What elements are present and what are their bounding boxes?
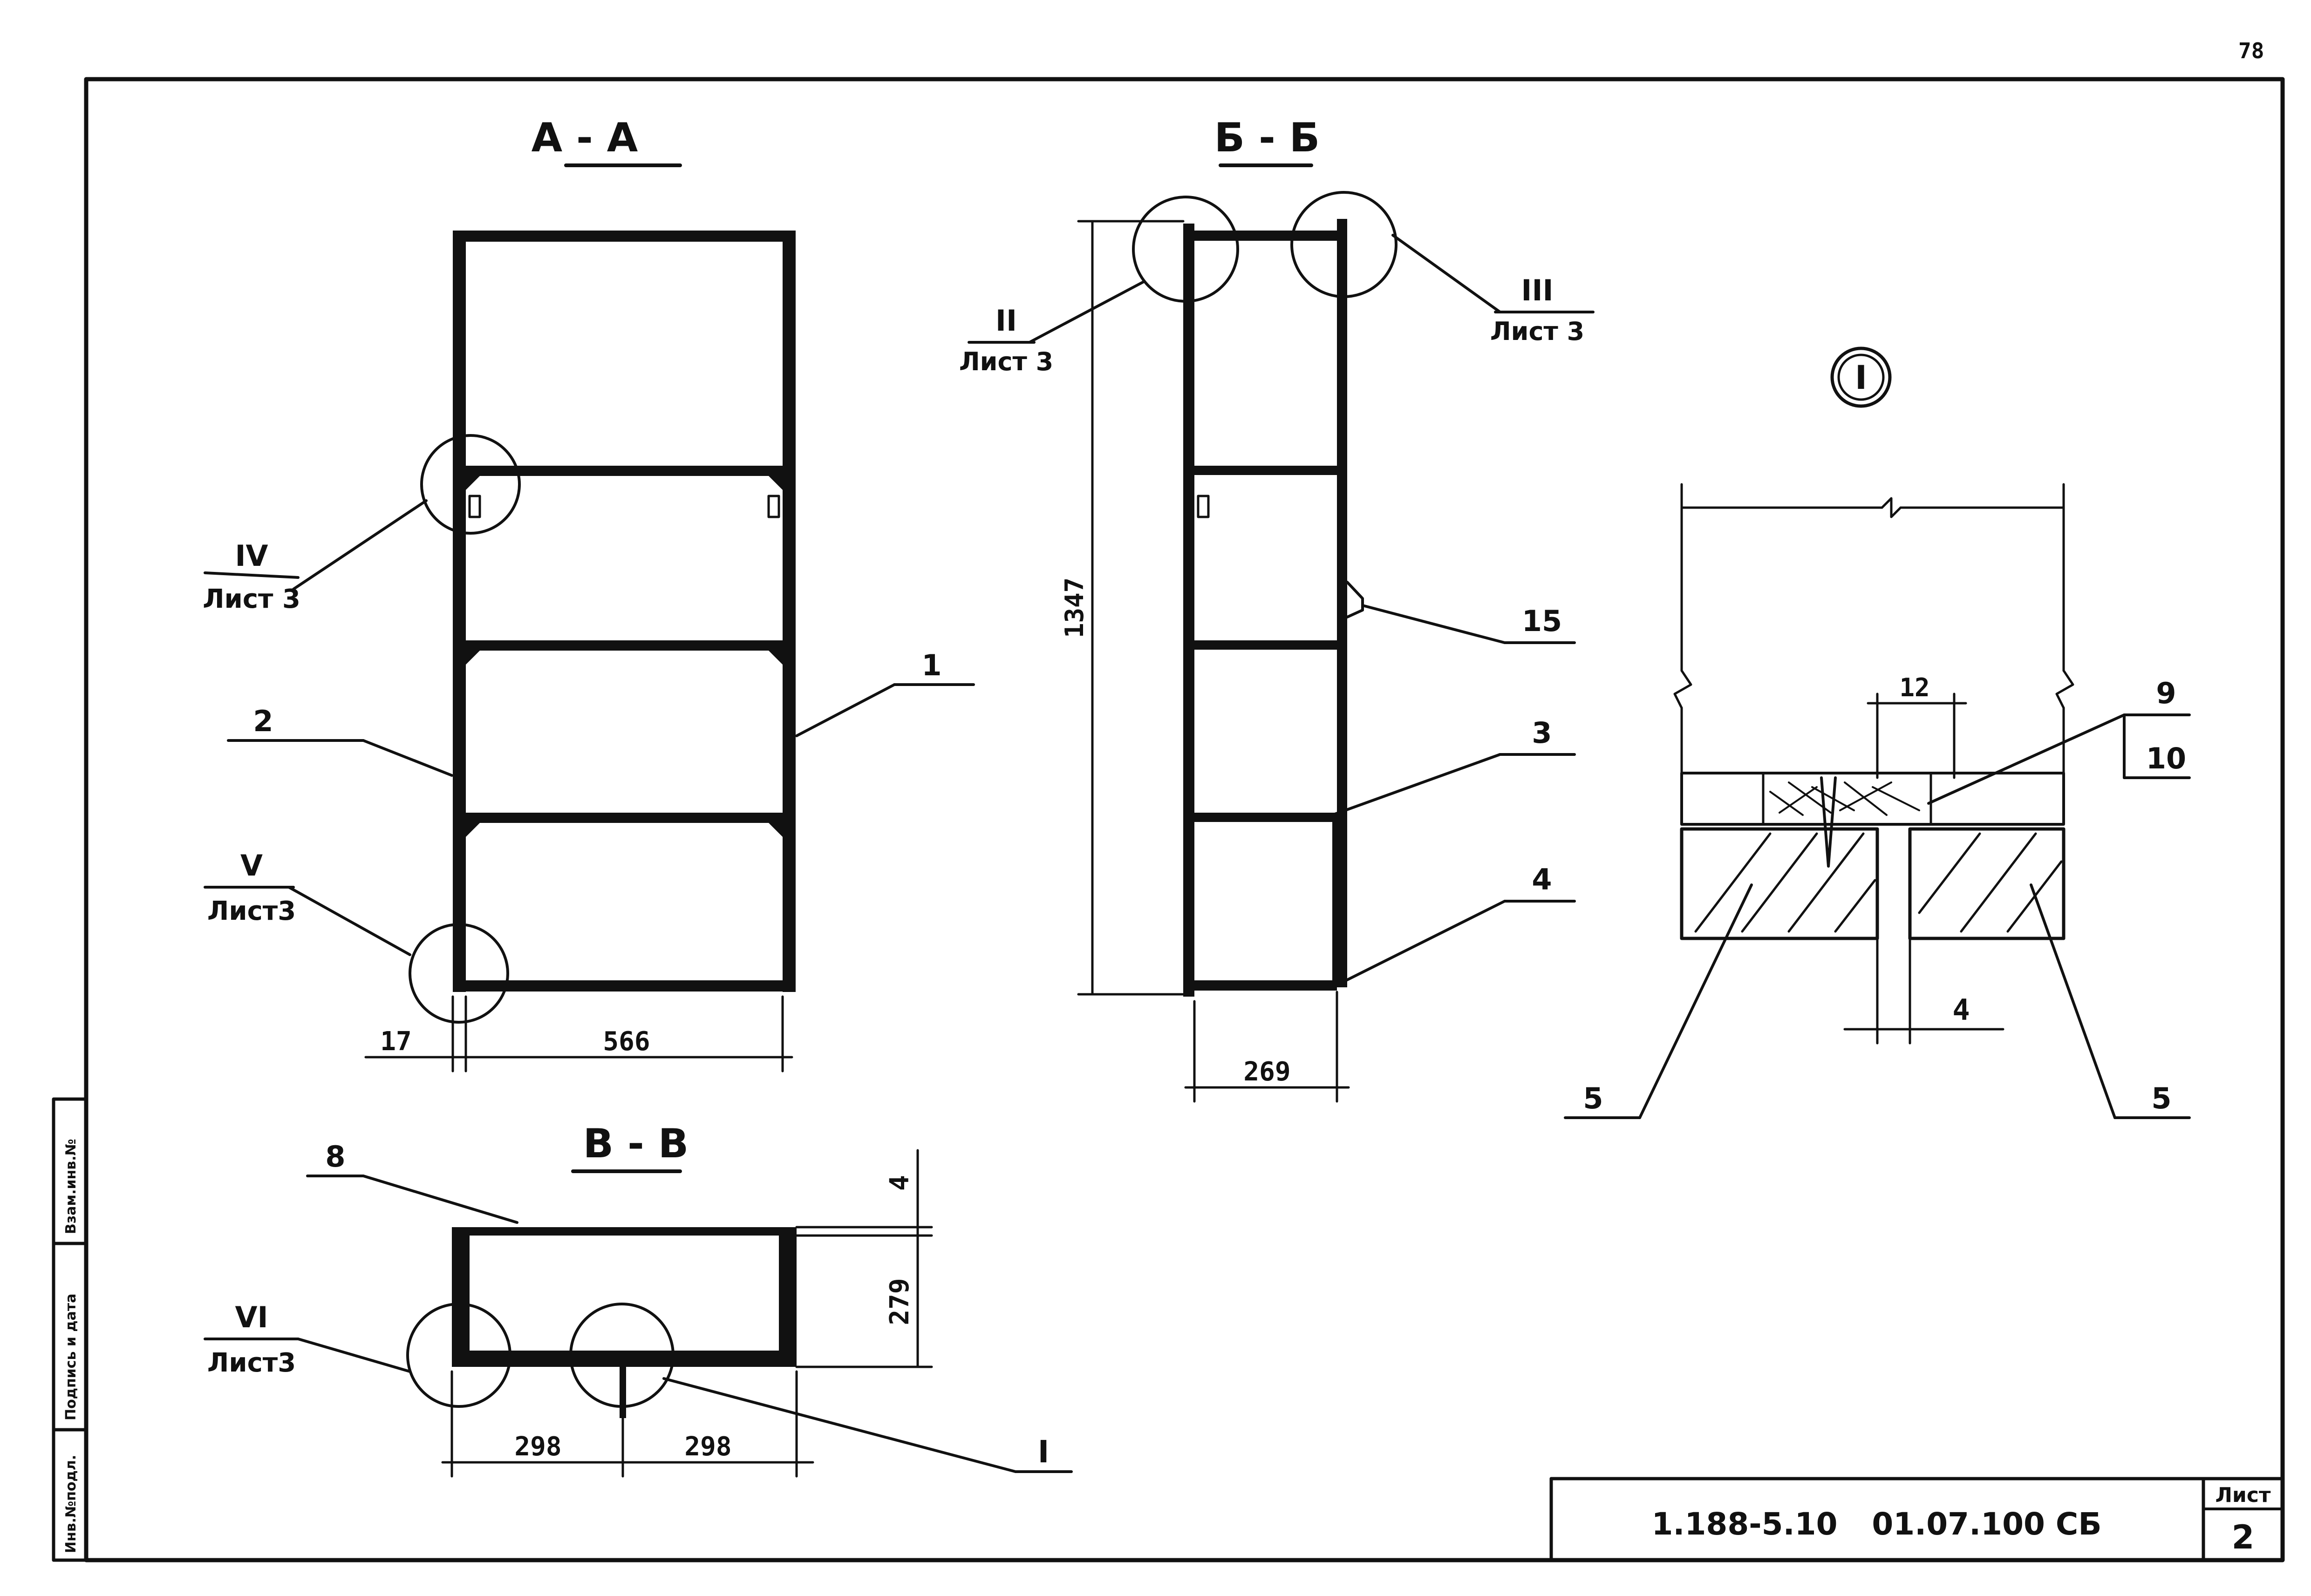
position-3: 3: [1532, 716, 1552, 750]
stamp-inv-no: Инв.№подл.: [63, 1455, 79, 1553]
position-5-right: 5: [2151, 1081, 2171, 1115]
section-aa: А - А IV Лист 3 V Лист3: [203, 115, 975, 1073]
callout-iii: III: [1521, 273, 1553, 307]
position-2: 2: [253, 704, 273, 738]
dimension-269: 269: [1243, 1057, 1290, 1087]
dimension-detail-4: 4: [1952, 993, 1970, 1027]
position-8: 8: [325, 1140, 345, 1174]
dimension-298-left: 298: [514, 1432, 561, 1462]
section-vv: В - В 8 4 279 VI Лист3 298: [204, 1121, 1073, 1478]
dimension-279: 279: [885, 1278, 915, 1325]
stamp-signature-date: Подпись и дата: [63, 1294, 79, 1420]
callout-iii-sheet: Лист 3: [1490, 317, 1584, 346]
dimension-1347: 1347: [1060, 577, 1089, 638]
dimension-298-right: 298: [684, 1432, 731, 1462]
sheet-number: 2: [2232, 1518, 2255, 1556]
callout-vi-sheet: Лист3: [207, 1348, 296, 1378]
section-aa-title: А - А: [532, 115, 638, 161]
dimension-566: 566: [603, 1026, 650, 1057]
callout-v: V: [240, 849, 263, 883]
drawing-code: 01.07.100 СБ: [1872, 1506, 2101, 1542]
position-9: 9: [2156, 676, 2176, 710]
section-bb-title: Б - Б: [1214, 115, 1320, 161]
page-number: 78: [2238, 38, 2264, 63]
callout-ii: II: [995, 304, 1017, 338]
sheet-label: Лист: [2216, 1483, 2271, 1507]
position-15: 15: [1522, 604, 1562, 638]
callout-iv: IV: [235, 539, 268, 573]
position-1: 1: [921, 648, 941, 682]
callout-i: I: [1038, 1434, 1050, 1470]
detail-i: I 12 4 9 10: [1564, 346, 2191, 1119]
dimension-12: 12: [1899, 673, 1929, 702]
section-bb: Б - Б II Лист 3 III Лист 3 1347: [959, 115, 1595, 1103]
dimension-vv-4: 4: [885, 1175, 915, 1191]
callout-vi: VI: [235, 1300, 268, 1334]
section-vv-title: В - В: [583, 1121, 689, 1167]
document-code: 1.188-5.10: [1652, 1506, 1838, 1542]
drawing-frame: [84, 77, 2285, 1562]
detail-i-title: I: [1855, 359, 1867, 397]
title-block: 1.188-5.10 01.07.100 СБ Лист 2: [1549, 1477, 2284, 1562]
callout-ii-sheet: Лист 3: [959, 347, 1053, 376]
stamp-replace-inv: Взам.инв.№: [63, 1139, 79, 1234]
callout-iv-sheet: Лист 3: [203, 584, 300, 614]
side-stamp: Взам.инв.№ Подпись и дата Инв.№подл.: [52, 1097, 88, 1562]
callout-v-sheet: Лист3: [207, 896, 296, 926]
position-5-left: 5: [1583, 1081, 1603, 1115]
position-10: 10: [2146, 741, 2186, 775]
position-4: 4: [1532, 863, 1552, 896]
dimension-17: 17: [380, 1026, 411, 1057]
